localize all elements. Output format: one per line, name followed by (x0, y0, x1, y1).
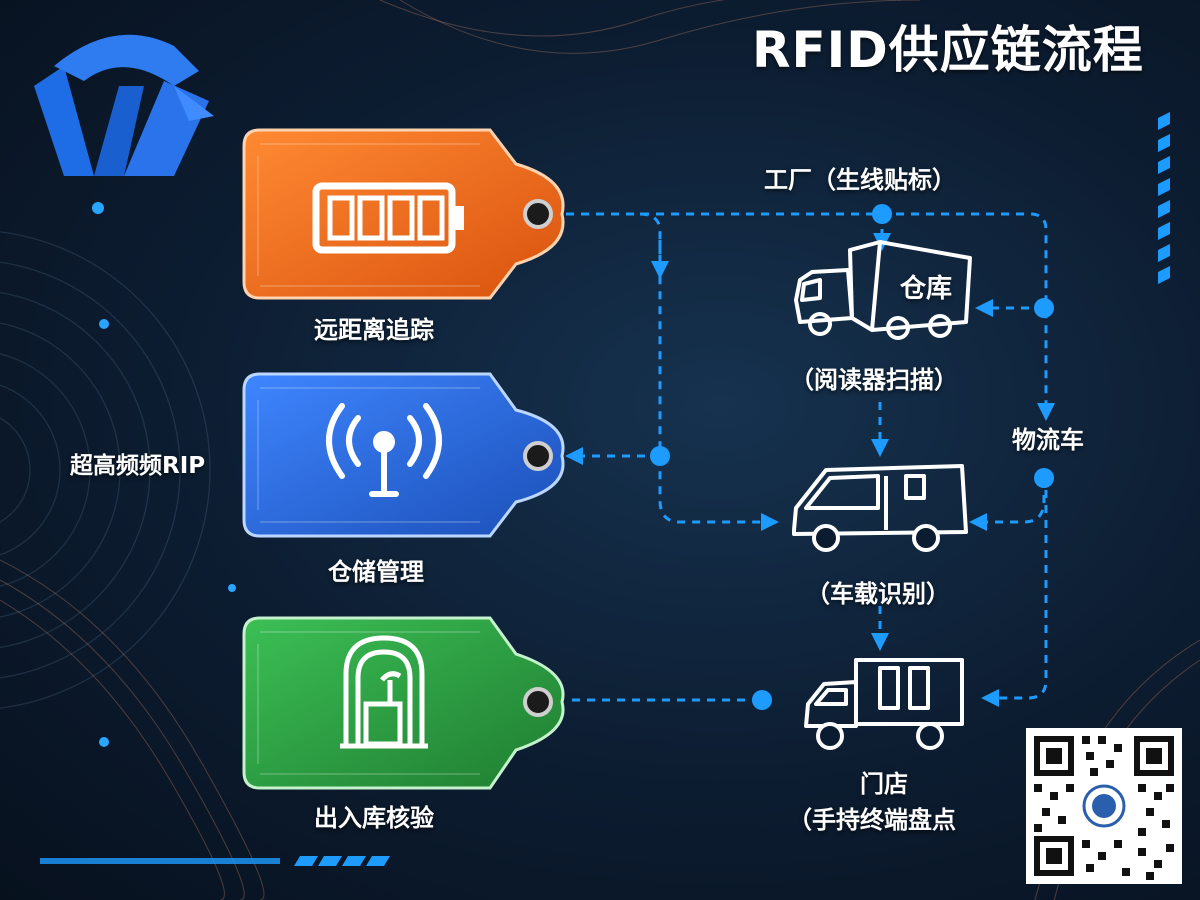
page-title: RFID供应链流程 (752, 21, 1144, 79)
logistics-label: 物流车 (1012, 426, 1084, 454)
tag-label-inout-verify: 出入库核验 (314, 804, 434, 832)
qr-code-icon (1026, 728, 1182, 884)
side-label-uhf: 超高频频RIP (70, 453, 206, 479)
battery-icon (312, 182, 464, 254)
gate-scanner-icon (340, 635, 428, 749)
warehouse-sign: 仓库 (900, 274, 953, 304)
store-label: 门店 (860, 770, 908, 798)
brand-logo-icon (34, 34, 214, 176)
tag-label-long-range: 远距离追踪 (314, 316, 434, 344)
store-truck-icon (804, 658, 964, 750)
factory-label: 工厂（生线贴标） (764, 166, 956, 194)
rfid-tag-blue (242, 372, 565, 538)
vehicle-caption: （车载识别） (806, 580, 950, 608)
store-caption: （手持终端盘点 (788, 806, 956, 834)
warehouse-caption: （阅读器扫描） (790, 366, 958, 394)
signal-antenna-icon (326, 403, 442, 497)
rfid-tag-orange (242, 128, 565, 300)
rfid-tag-green (242, 616, 565, 790)
delivery-van-icon (792, 464, 968, 552)
warehouse-truck-icon (794, 240, 972, 340)
tag-label-warehouse-mgmt: 仓储管理 (328, 558, 424, 586)
